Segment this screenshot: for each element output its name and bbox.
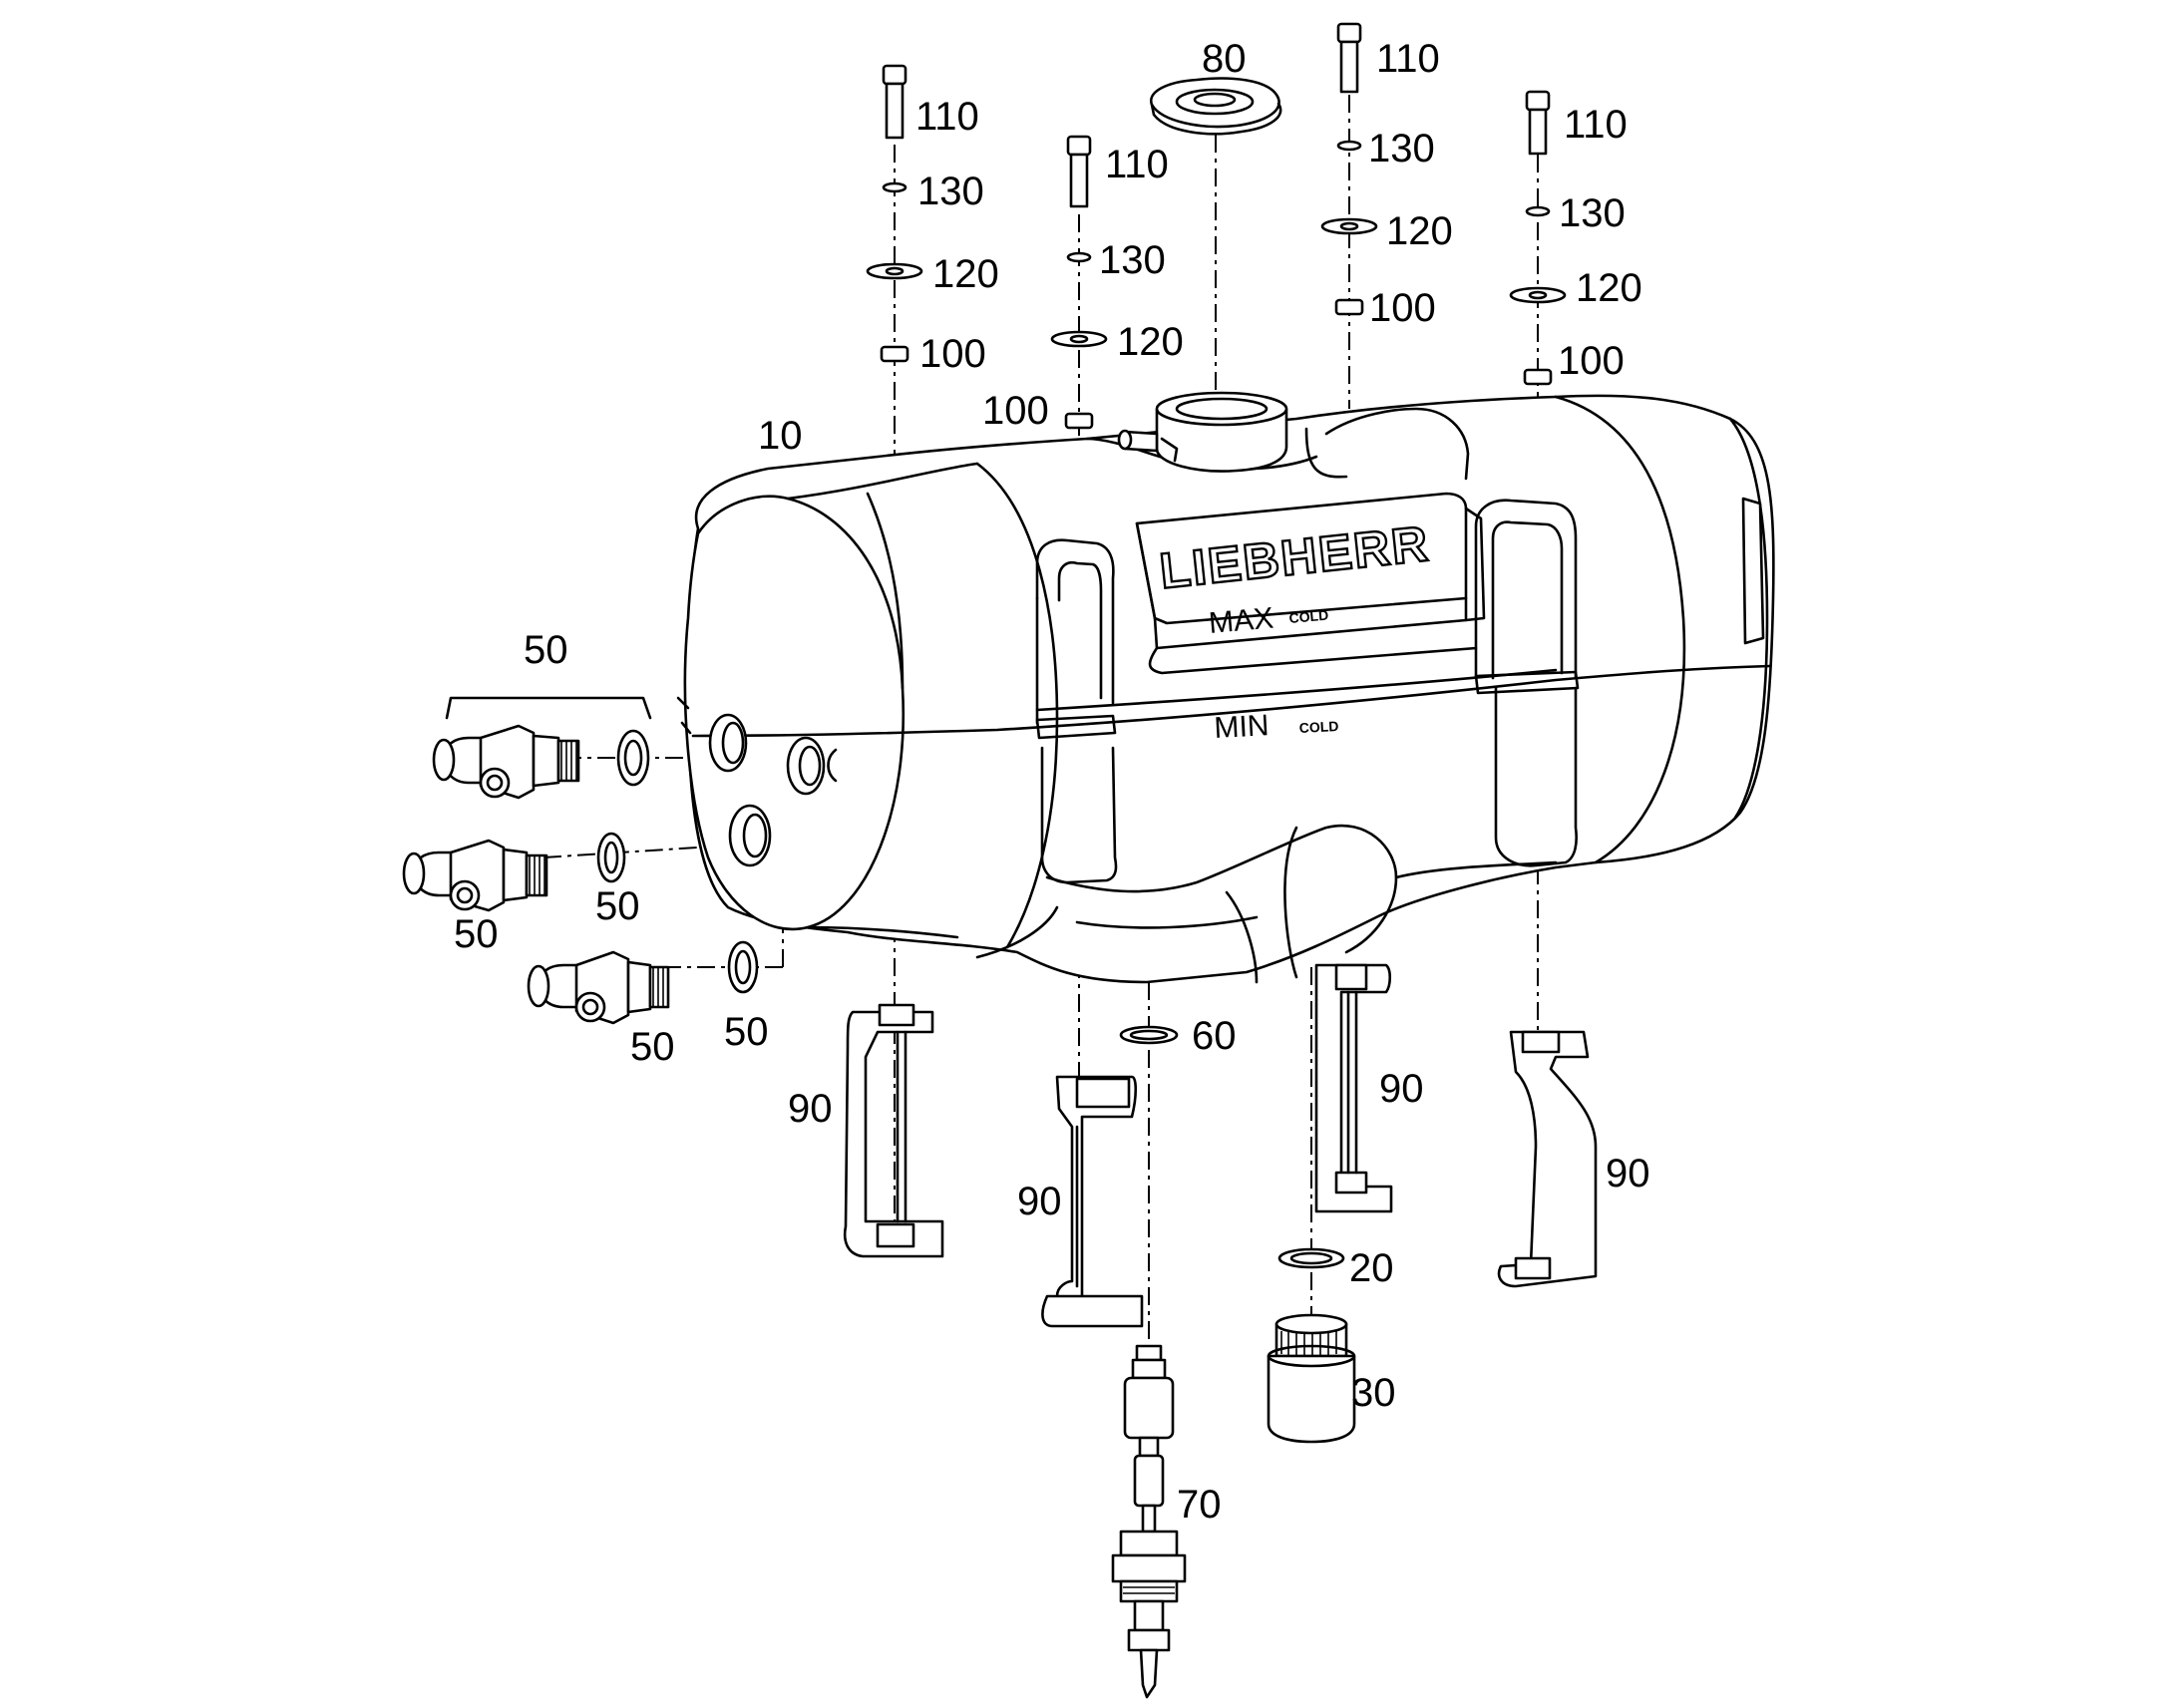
label-spacer-100-b: 100 xyxy=(982,389,1049,433)
bracket-2 xyxy=(1041,1075,1144,1328)
drain-plug xyxy=(1267,1313,1356,1444)
label-bolt-110-b: 110 xyxy=(1105,143,1169,186)
bolt-stack-2 xyxy=(1050,135,1108,430)
fitting-3 xyxy=(527,940,759,1025)
label-sensor-70: 70 xyxy=(1177,1483,1222,1527)
bracket-3 xyxy=(1314,963,1393,1213)
bracket-1 xyxy=(843,1003,944,1258)
drain-seal xyxy=(1277,1247,1345,1269)
min-cold-marking: COLD xyxy=(1298,718,1338,736)
fittings-group-bracket xyxy=(445,696,652,720)
label-seal-50-b: 50 xyxy=(724,1010,769,1054)
level-sensor xyxy=(1111,1344,1187,1699)
label-bracket-90-c: 90 xyxy=(1379,1067,1424,1111)
label-bolt-110-c: 110 xyxy=(1376,37,1440,81)
label-bolt-110-d: 110 xyxy=(1564,103,1628,147)
label-washer-130-a: 130 xyxy=(917,170,984,213)
label-spacer-100-d: 100 xyxy=(1558,339,1625,383)
bolt-stack-3 xyxy=(1320,22,1378,316)
bolt-stack-4 xyxy=(1509,90,1567,386)
fitting-2 xyxy=(402,832,626,912)
label-seal-60: 60 xyxy=(1192,1014,1237,1058)
label-washer-120-c: 120 xyxy=(1386,209,1453,253)
label-washer-130-b: 130 xyxy=(1099,238,1166,282)
label-drain-plug-30: 30 xyxy=(1351,1371,1396,1415)
fitting-1 xyxy=(432,724,650,800)
label-drain-seal-20: 20 xyxy=(1349,1246,1394,1290)
label-fittings-group-50: 50 xyxy=(524,628,568,672)
label-cap-80: 80 xyxy=(1202,37,1247,81)
seal-60 xyxy=(1119,1025,1179,1045)
bracket-4 xyxy=(1497,1030,1598,1288)
label-bracket-90-b: 90 xyxy=(1017,1180,1062,1223)
label-bracket-90-d: 90 xyxy=(1606,1152,1650,1196)
label-washer-130-d: 130 xyxy=(1559,191,1626,235)
tank-ports xyxy=(676,696,838,867)
min-marking: MIN xyxy=(1214,709,1271,745)
label-seal-50-a: 50 xyxy=(595,884,640,928)
label-bolt-110-a: 110 xyxy=(915,95,979,139)
label-washer-120-b: 120 xyxy=(1117,320,1184,364)
label-spacer-100-c: 100 xyxy=(1369,286,1436,330)
part-labels: 10 80 110 130 120 100 110 130 120 100 11… xyxy=(454,37,1650,1527)
label-washer-120-a: 120 xyxy=(932,252,999,296)
label-washer-130-c: 130 xyxy=(1368,127,1435,171)
filler-cap xyxy=(1149,77,1282,136)
bolt-stack-1 xyxy=(866,64,923,363)
filler-neck xyxy=(1117,391,1288,473)
label-bracket-90-a: 90 xyxy=(788,1087,833,1131)
max-cold-marking: COLD xyxy=(1288,607,1329,626)
label-tank-10: 10 xyxy=(758,414,803,458)
tank-body xyxy=(683,394,1775,984)
label-fitting-50-a: 50 xyxy=(454,912,499,956)
label-spacer-100-a: 100 xyxy=(919,332,986,376)
label-fitting-50-b: 50 xyxy=(630,1025,675,1069)
max-marking: MAX xyxy=(1208,601,1275,640)
label-washer-120-d: 120 xyxy=(1576,266,1642,310)
